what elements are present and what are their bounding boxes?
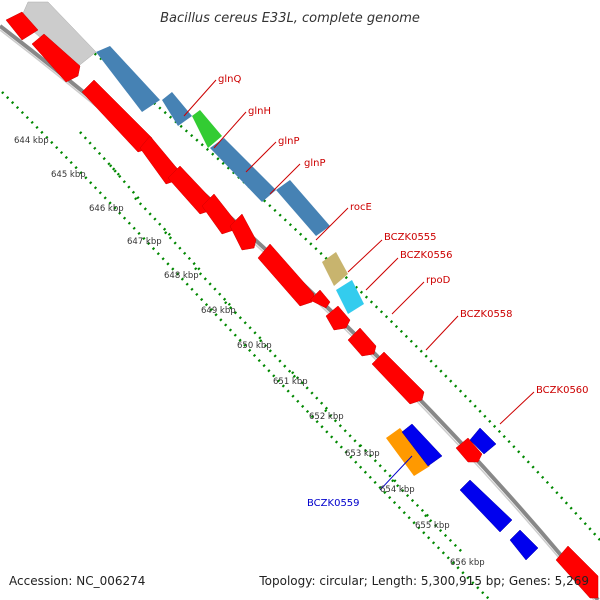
- tick-lines: [1, 9, 600, 600]
- tick-mark-line: [259, 339, 297, 379]
- leader-line: [499, 391, 535, 425]
- gene-arrow: [309, 289, 331, 309]
- tick-label: 649 kbp: [201, 306, 236, 316]
- cog-ring: [19, 1, 430, 476]
- tick-label: 647 kbp: [127, 237, 162, 247]
- gene-arrow: [401, 423, 443, 467]
- cog-block-glnQ: [96, 46, 160, 112]
- gene-label-BCZK0558: BCZK0558: [460, 309, 513, 320]
- leader-line: [183, 79, 217, 117]
- cog-block-khaki: [322, 252, 348, 286]
- gene-arrow: [555, 545, 599, 599]
- outer-dotted-line: [39, 9, 600, 541]
- reverse-genes: [401, 423, 539, 561]
- cog-block-green: [192, 110, 222, 148]
- leader-line: [213, 111, 247, 149]
- gene-label-BCZK0555: BCZK0555: [384, 232, 437, 243]
- gene-arrow: [459, 479, 513, 533]
- gene-arrow: [257, 243, 315, 307]
- cog-block-glnP2: [276, 180, 330, 236]
- gene-label-glnQ: glnQ: [218, 74, 241, 85]
- map-title: Bacillus cereus E33L, complete genome: [160, 11, 420, 26]
- forward-genes: [5, 11, 599, 599]
- gene-label-rocE: rocE: [350, 202, 372, 213]
- tick-mark-line: [164, 231, 201, 271]
- leader-line-blue: [379, 455, 413, 491]
- gene-arrow: [469, 427, 497, 455]
- topology-text: Topology: circular; Length: 5,300,915 bp…: [258, 574, 589, 588]
- gene-arrow: [31, 33, 81, 83]
- leader-line: [365, 257, 399, 291]
- tick-label: 650 kbp: [237, 341, 272, 351]
- gene-arrow: [347, 327, 377, 357]
- tick-mark-line: [109, 164, 141, 201]
- tick-label: 646 kbp: [89, 204, 124, 214]
- leader-line: [269, 163, 301, 195]
- gene-arrow: [455, 437, 483, 463]
- cog-block-cyan: [336, 280, 364, 314]
- gene-label-BCZK0559: BCZK0559: [307, 498, 360, 509]
- gene-label-glnH: glnH: [248, 106, 271, 117]
- tick-label: 656 kbp: [450, 558, 485, 568]
- gene-label-BCZK0560: BCZK0560: [536, 385, 589, 396]
- label-leaders: [183, 79, 535, 425]
- cog-block-glnH: [162, 92, 192, 126]
- leader-line: [315, 207, 349, 241]
- gene-label-glnP-2: glnP: [304, 158, 326, 169]
- tick-label: 652 kbp: [309, 412, 344, 422]
- gene-label-glnP: glnP: [278, 136, 300, 147]
- tick-label: 644 kbp: [14, 136, 49, 146]
- tick-mark-line: [424, 514, 463, 553]
- tick-mark-line: [224, 301, 263, 341]
- tick-mark-line: [134, 197, 171, 236]
- leader-line: [245, 141, 277, 173]
- accession-text: Accession: NC_006274: [9, 574, 145, 588]
- gene-arrow: [509, 529, 539, 561]
- tick-mark-line: [79, 131, 121, 177]
- cog-block-glnP1: [210, 138, 276, 202]
- tick-mark-line: [194, 267, 231, 306]
- tick-label: 648 kbp: [164, 271, 199, 281]
- tick-label: 654 kbp: [380, 485, 415, 495]
- gene-arrow: [5, 11, 39, 41]
- gene-arrow: [229, 213, 257, 251]
- gene-label-BCZK0556: BCZK0556: [400, 250, 453, 261]
- tick-label: 653 kbp: [345, 449, 380, 459]
- gene-labels: glnQ glnH glnP glnP rocE BCZK0555 BCZK05…: [218, 74, 589, 509]
- tick-mark-line: [391, 479, 431, 519]
- tick-label: 645 kbp: [51, 170, 86, 180]
- tick-label: 651 kbp: [273, 377, 308, 387]
- cog-block-orange: [386, 428, 430, 476]
- leader-line: [391, 281, 425, 315]
- tick-mark-line: [324, 409, 363, 449]
- leader-line: [425, 315, 459, 351]
- gene-arrow: [325, 305, 351, 331]
- tick-label: 655 kbp: [415, 521, 450, 531]
- gene-arrow: [371, 351, 425, 405]
- tick-labels: 644 kbp 645 kbp 646 kbp 647 kbp 648 kbp …: [14, 136, 485, 568]
- gene-label-rpoD: rpoD: [426, 275, 451, 286]
- leader-line: [347, 239, 383, 273]
